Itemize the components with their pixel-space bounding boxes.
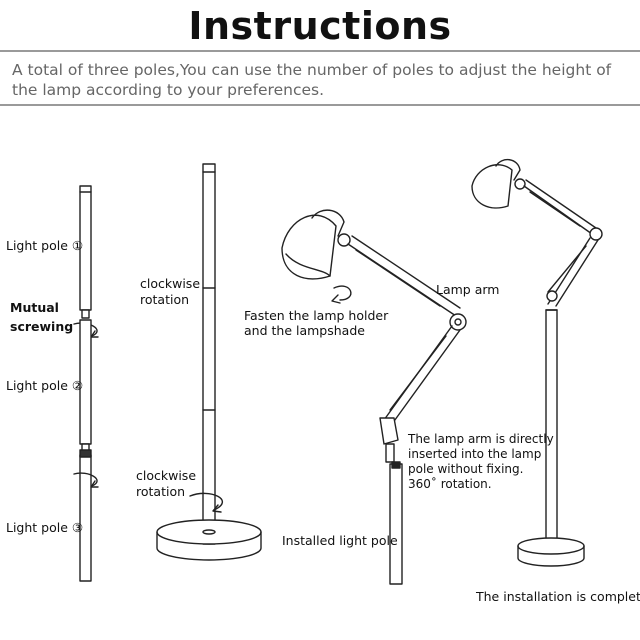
page-title: Instructions	[188, 4, 452, 48]
arm-inserted-note: The lamp arm is directly inserted into t…	[408, 432, 554, 491]
clockwise-rotation-top-label: clockwise rotation	[140, 276, 201, 307]
lamp-arm	[347, 235, 467, 463]
clockwise-rotation-bottom-label: clockwise rotation	[136, 468, 197, 499]
lampshade	[281, 209, 351, 280]
rotation-arrow-icon	[189, 492, 223, 513]
round-base	[156, 519, 262, 561]
light-pole-1	[79, 185, 92, 319]
light-pole-1-label: Light pole ①	[6, 238, 84, 253]
installation-complete-label: The installation is complete	[476, 589, 640, 604]
fasten-lampshade-label: Fasten the lamp holder and the lampshade	[244, 308, 389, 338]
screwing-arrow-icon-2	[73, 472, 99, 488]
light-pole-2-label: Light pole ②	[6, 378, 84, 393]
mutual-screwing-label: Mutual screwing	[10, 300, 74, 334]
light-pole-3-label: Light pole ③	[6, 520, 84, 535]
title-divider	[0, 50, 640, 52]
instructions-description: A total of three poles,You can use the n…	[12, 61, 612, 99]
lamp-arm-label: Lamp arm	[436, 282, 500, 297]
complete-lamp	[471, 159, 603, 567]
light-pole-3	[79, 449, 92, 582]
fasten-arrow-icon	[331, 285, 352, 304]
assembled-pole	[202, 163, 216, 545]
installed-light-pole-label: Installed light pole	[282, 533, 398, 548]
description-divider	[0, 104, 640, 106]
installed-pole	[389, 461, 403, 585]
